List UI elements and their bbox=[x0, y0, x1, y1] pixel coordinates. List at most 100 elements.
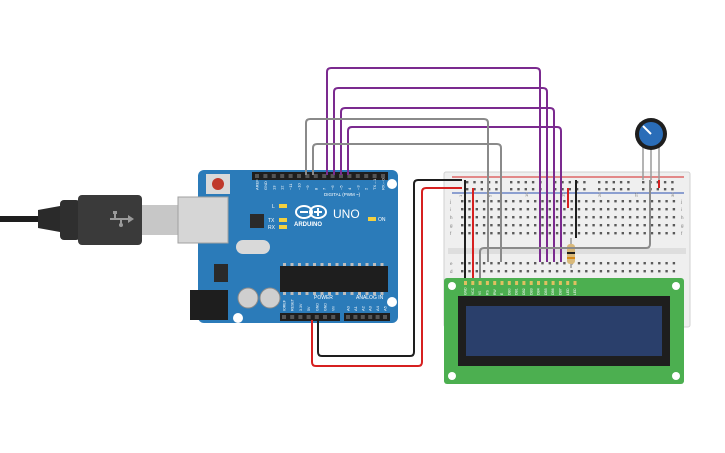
breadboard-hole bbox=[663, 188, 667, 191]
breadboard-hole bbox=[519, 224, 522, 227]
lcd-pin-label: DB3 bbox=[529, 288, 533, 295]
breadboard-hole bbox=[619, 188, 623, 191]
breadboard-hole bbox=[663, 181, 667, 184]
breadboard-hole bbox=[665, 262, 668, 265]
breadboard-hole bbox=[482, 200, 486, 203]
breadboard-hole bbox=[585, 270, 588, 273]
breadboard-hole bbox=[473, 188, 476, 191]
breadboard-hole bbox=[534, 208, 537, 211]
breadboard-hole bbox=[548, 216, 551, 219]
breadboard-hole bbox=[475, 232, 478, 235]
breadboard-column-label: 5 bbox=[487, 194, 492, 197]
breadboard-hole bbox=[519, 200, 522, 203]
breadboard-hole bbox=[461, 200, 464, 203]
breadboard-hole bbox=[495, 188, 498, 191]
breadboard-hole bbox=[461, 208, 464, 211]
breadboard-hole bbox=[534, 270, 537, 273]
breadboard-hole bbox=[672, 270, 676, 273]
crystal bbox=[236, 240, 270, 254]
breadboard-hole bbox=[650, 232, 654, 235]
breadboard-hole bbox=[598, 181, 601, 184]
breadboard-hole bbox=[504, 200, 508, 203]
breadboard-hole bbox=[577, 224, 581, 227]
breadboard-hole bbox=[650, 208, 654, 211]
breadboard-hole bbox=[592, 232, 595, 235]
breadboard-hole bbox=[487, 181, 491, 184]
breadboard-hole bbox=[461, 232, 464, 235]
potentiometer-indicator bbox=[642, 125, 652, 135]
header-pin bbox=[282, 315, 286, 319]
breadboard-hole bbox=[554, 181, 557, 184]
breadboard-hole bbox=[531, 188, 535, 191]
breadboard-hole bbox=[577, 232, 581, 235]
breadboard-column-label: 30 bbox=[670, 192, 675, 197]
breadboard-hole bbox=[526, 262, 530, 265]
breadboard-hole bbox=[621, 262, 624, 265]
breadboard-hole bbox=[541, 232, 544, 235]
breadboard-hole bbox=[658, 216, 661, 219]
breadboard-hole bbox=[643, 262, 646, 265]
analog-pin-label: A2 bbox=[360, 305, 365, 311]
breadboard-hole bbox=[592, 200, 595, 203]
breadboard-hole bbox=[643, 232, 646, 235]
breadboard-hole bbox=[504, 232, 508, 235]
breadboard-hole bbox=[628, 216, 632, 219]
breadboard-column-label: 1 bbox=[458, 194, 463, 197]
breadboard-hole bbox=[592, 270, 595, 273]
breadboard-hole bbox=[482, 262, 486, 265]
breadboard-hole bbox=[575, 188, 579, 191]
breadboard-hole bbox=[510, 181, 513, 184]
breadboard-hole bbox=[672, 262, 676, 265]
arduino-logo-icon bbox=[295, 205, 327, 219]
digital-header-pins bbox=[255, 174, 385, 178]
breadboard-hole bbox=[577, 208, 581, 211]
chip-pin bbox=[313, 292, 316, 295]
breadboard-hole bbox=[592, 208, 595, 211]
breadboard-hole bbox=[519, 216, 522, 219]
lcd-pin bbox=[529, 281, 533, 285]
breadboard-hole bbox=[568, 181, 571, 184]
header-pin bbox=[322, 174, 327, 178]
lcd-screen bbox=[466, 306, 662, 356]
breadboard-hole bbox=[614, 270, 617, 273]
header-pin bbox=[297, 174, 301, 178]
header-pin bbox=[255, 174, 259, 178]
breadboard-hole bbox=[497, 232, 500, 235]
breadboard-hole bbox=[658, 208, 661, 211]
breadboard-hole bbox=[656, 188, 659, 191]
header-pin bbox=[368, 315, 373, 319]
chip-pins bbox=[283, 263, 384, 295]
capacitor bbox=[259, 287, 281, 309]
chip-pin bbox=[350, 292, 354, 295]
breadboard-hole bbox=[541, 216, 544, 219]
breadboard-hole bbox=[621, 224, 624, 227]
breadboard-hole bbox=[504, 216, 508, 219]
lcd-pin bbox=[464, 281, 467, 285]
lcd-pin bbox=[537, 281, 540, 285]
chip-pin bbox=[350, 263, 354, 266]
analog-pin-label: A1 bbox=[353, 305, 358, 311]
potentiometer[interactable] bbox=[635, 118, 667, 180]
lcd-pin bbox=[478, 281, 482, 285]
breadboard-hole bbox=[512, 200, 515, 203]
lcd-pin bbox=[507, 281, 511, 285]
breadboard-hole bbox=[599, 200, 603, 203]
breadboard-hole bbox=[636, 270, 639, 273]
breadboard-row-label: h bbox=[681, 215, 684, 220]
breadboard-hole bbox=[628, 208, 632, 211]
breadboard-hole bbox=[636, 200, 639, 203]
breadboard-hole bbox=[519, 232, 522, 235]
usb-chip bbox=[250, 214, 264, 228]
breadboard-hole bbox=[671, 181, 674, 184]
usb-strain-relief bbox=[38, 206, 60, 232]
breadboard-hole bbox=[512, 232, 515, 235]
chip-pin bbox=[298, 292, 301, 295]
digital-pin-label: ~5 bbox=[339, 185, 344, 190]
label-tx: TX bbox=[268, 218, 275, 224]
lcd-pin bbox=[522, 281, 526, 285]
mount-hole bbox=[233, 313, 243, 323]
wire-black bbox=[317, 179, 462, 357]
wire-purple bbox=[340, 107, 555, 262]
